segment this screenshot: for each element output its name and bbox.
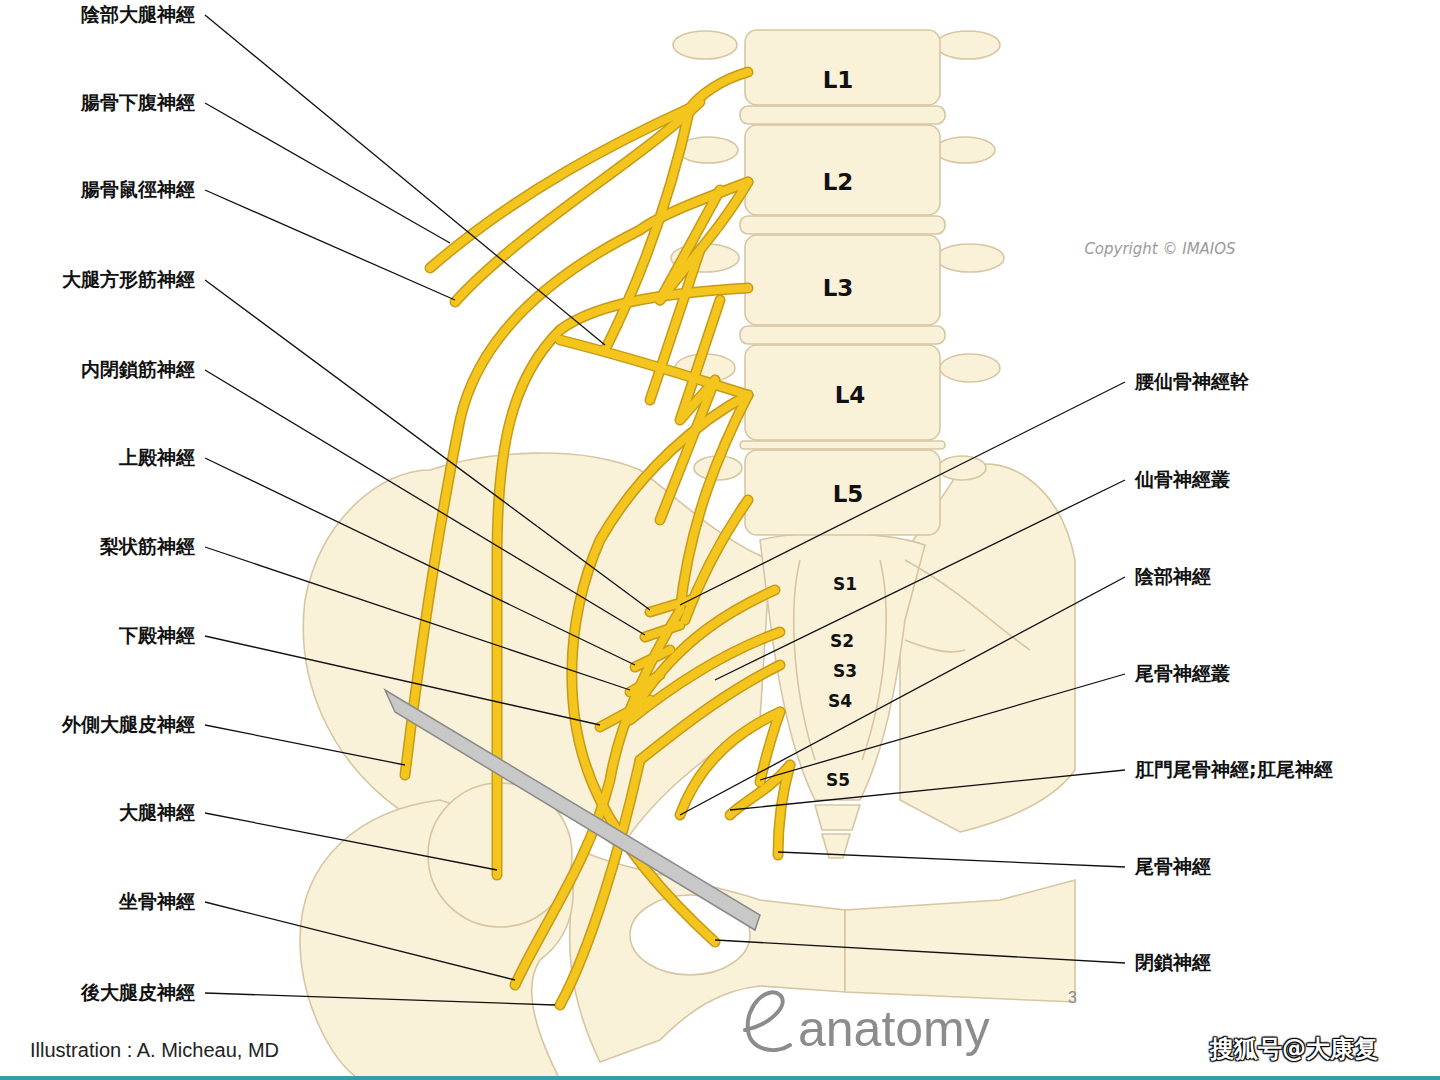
nerve-label: 陰部神經 [1135,566,1211,588]
nerve-label: 内閉鎖筋神經 [81,359,195,381]
credit: Illustration : A. Micheau, MD [30,1039,279,1062]
vertebra-label: L2 [823,169,854,195]
watermark: Copyright © IMAIOS [1084,241,1235,258]
nerve-label: 腸骨下腹神經 [81,92,195,114]
logo-text: 3 [1068,989,1077,1007]
nerve-label: 閉鎖神經 [1135,952,1211,974]
vertebra-label: L5 [833,481,864,507]
leader-lines [205,15,1125,1005]
nerve-label: 下殿神經 [119,625,195,647]
nerve-label: 大腿神經 [119,802,195,824]
bottom-rule [0,1076,1440,1080]
vertebra-label: S4 [828,692,852,712]
vertebra-label: L4 [835,382,866,408]
nerve-label: 梨状筋神經 [100,536,195,558]
nerve-label: 肛門尾骨神經;肛尾神經 [1135,759,1333,781]
nerve-label: 陰部大腿神經 [81,4,195,26]
nerve-label: 仙骨神經叢 [1135,469,1230,491]
nerve-label: 尾骨神經叢 [1135,663,1230,685]
nerves [405,72,790,1005]
bones [300,30,1075,1080]
inguinal-ligament [385,690,760,930]
nerve-label: 腸骨鼠徑神經 [81,179,195,201]
vertebra-label: L1 [823,67,854,93]
logo-mark [745,992,790,1050]
nerve-label: 尾骨神經 [1135,856,1211,878]
nerve-label: 外側大腿皮神經 [62,714,195,736]
nerve-label: 大腿方形筋神經 [62,269,195,291]
vertebra-label: S2 [830,632,854,652]
vertebra-label: S1 [833,575,857,595]
source-tag: 搜狐号@大康复 [1210,1036,1378,1064]
nerve-label: 腰仙骨神經幹 [1135,371,1249,393]
vertebra-label: S3 [833,662,857,682]
vertebra-label: L3 [823,275,854,301]
nerve-label: 坐骨神經 [119,891,195,913]
nerve-label: 上殿神經 [119,447,195,469]
vertebra-label: S5 [826,771,850,791]
nerve-label: 後大腿皮神經 [81,982,195,1004]
logo-text: anatomy [798,1001,990,1059]
